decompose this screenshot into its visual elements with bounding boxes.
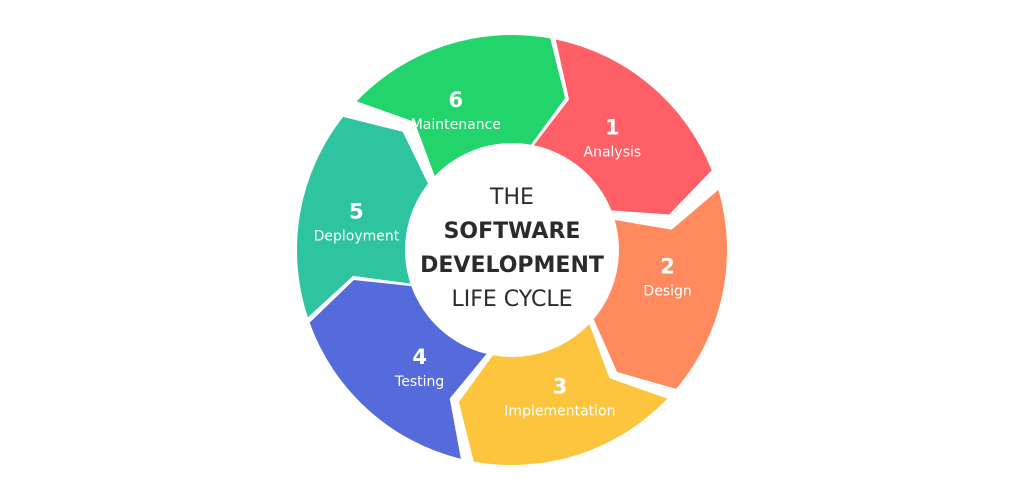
- title-line-1: THE: [489, 185, 534, 210]
- stage-number: 6: [448, 88, 463, 112]
- stage-segment-deployment: [297, 116, 428, 318]
- stage-name: Analysis: [584, 145, 642, 161]
- stage-segment-maintenance: [356, 35, 566, 177]
- stage-segment-implementation: [458, 323, 668, 465]
- title-line-3: DEVELOPMENT: [420, 253, 604, 278]
- stage-name: Implementation: [504, 403, 615, 419]
- stage-segment-testing: [309, 280, 487, 459]
- stage-name: Design: [643, 283, 691, 299]
- stage-name: Testing: [394, 374, 444, 390]
- title-line-2: SOFTWARE: [444, 219, 581, 244]
- stage-number: 4: [412, 345, 427, 369]
- stage-segment-analysis: [533, 39, 712, 215]
- stage-number: 3: [553, 374, 568, 398]
- center-circle: [406, 144, 618, 356]
- stage-name: Deployment: [314, 229, 400, 245]
- center-title: THE SOFTWARE DEVELOPMENT LIFE CYCLE: [420, 185, 604, 312]
- stage-number: 1: [605, 116, 620, 140]
- stage-segment-design: [593, 189, 727, 389]
- stage-number: 2: [660, 254, 675, 278]
- title-line-4: LIFE CYCLE: [451, 287, 572, 312]
- stage-name: Maintenance: [411, 117, 501, 133]
- stage-number: 5: [349, 200, 364, 224]
